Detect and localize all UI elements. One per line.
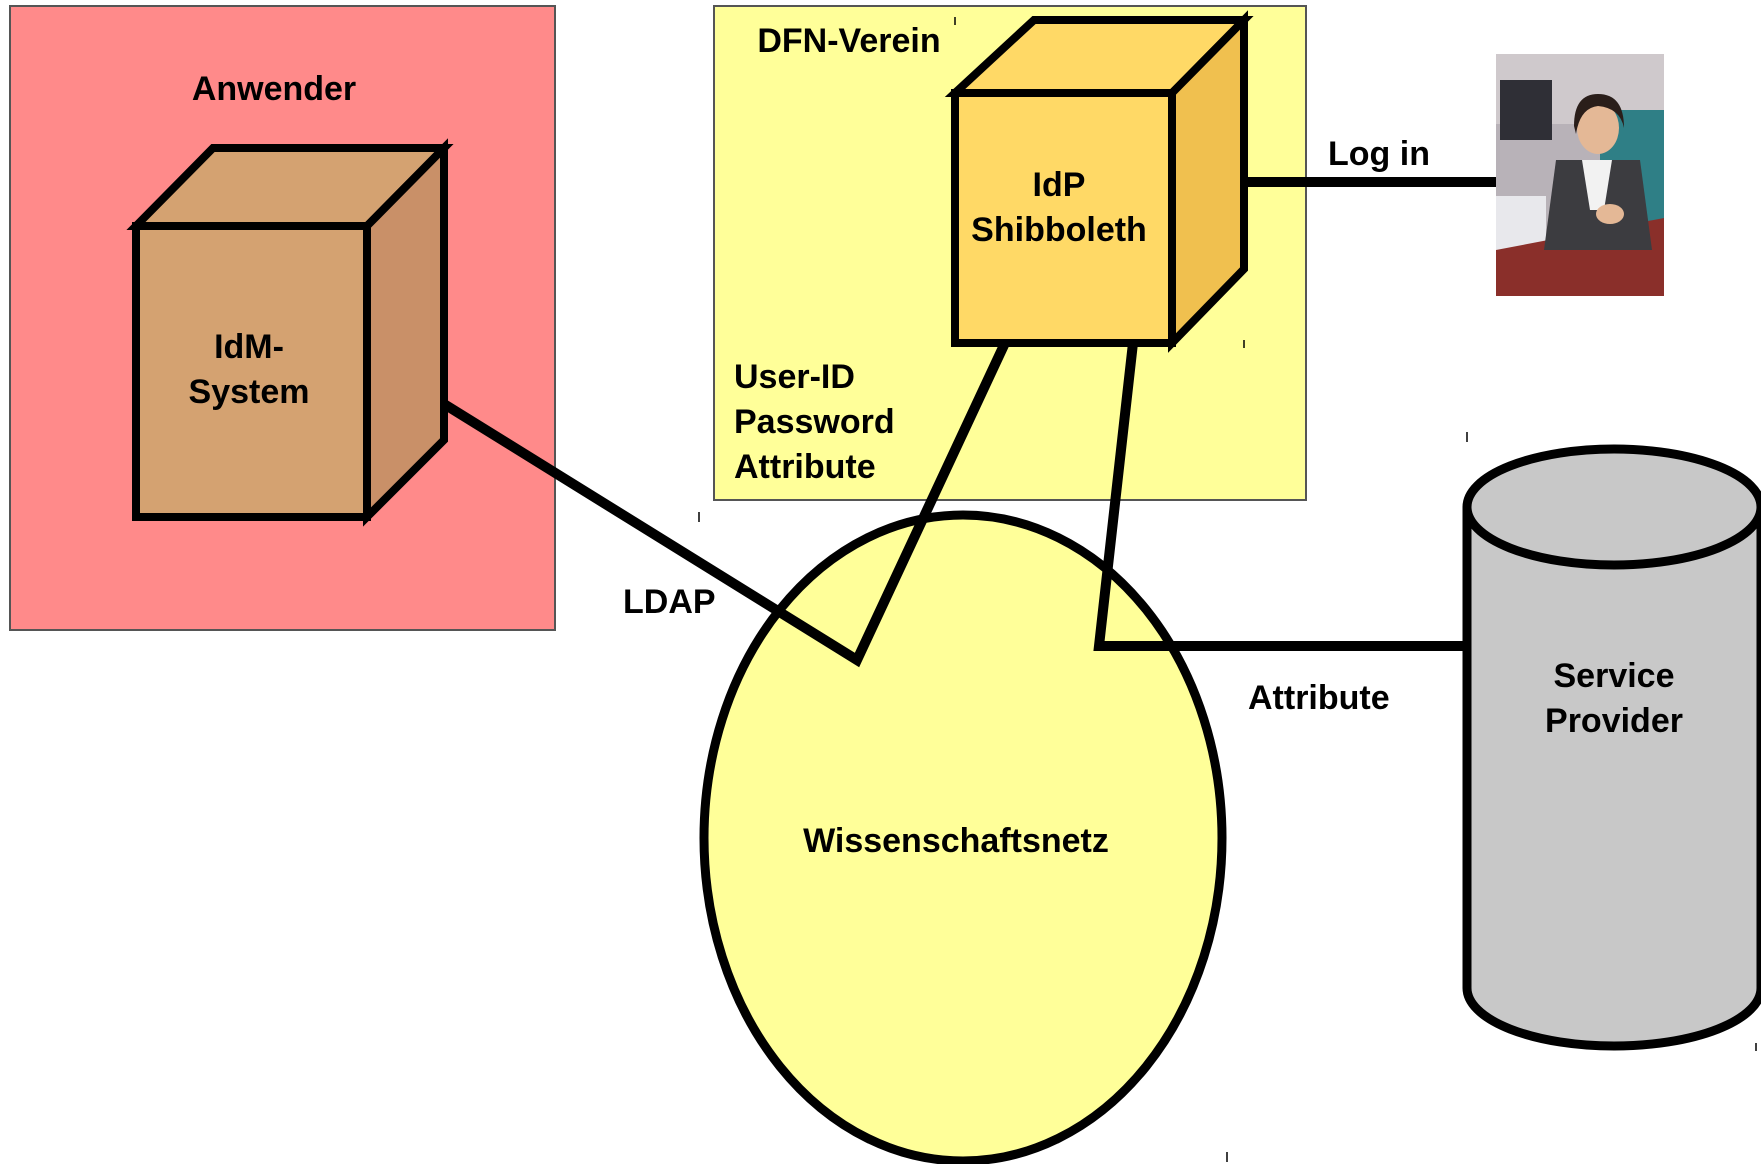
ldap-label: LDAP — [623, 583, 716, 621]
wissenschaftsnetz-network — [699, 510, 1227, 1164]
idm-system-cube: IdM- System — [126, 138, 454, 527]
idm-label-line2: System — [189, 373, 310, 411]
credentials-attribute: Attribute — [734, 448, 876, 486]
idm-label-line1: IdM- — [214, 328, 284, 366]
sp-cylinder-top — [1462, 444, 1761, 570]
credentials-password: Password — [734, 403, 895, 441]
idm-cube-front — [132, 222, 371, 521]
ldap-connection-line — [391, 340, 1010, 668]
person-at-desk-photo — [1496, 54, 1664, 296]
sp-cylinder-body — [1462, 507, 1761, 1051]
tick-marks — [698, 17, 1757, 1162]
attribute-connection-line — [1093, 342, 1466, 651]
login-label: Log in — [1328, 135, 1430, 173]
idp-shibboleth-cube: IdP Shibboleth — [944, 10, 1254, 353]
sp-label-line1: Service — [1554, 657, 1675, 695]
wissenschaftsnetz-label: Wissenschaftsnetz — [803, 822, 1109, 860]
credentials-user-id: User-ID — [734, 358, 855, 396]
sp-label-line2: Provider — [1545, 702, 1683, 740]
anwender-label: Anwender — [192, 70, 356, 108]
idp-cube-front — [951, 89, 1176, 347]
service-provider-cylinder: Service Provider — [1462, 444, 1761, 1051]
idp-label-line1: IdP — [1033, 166, 1086, 204]
dfn-verein-label: DFN-Verein — [757, 22, 940, 60]
attribute-label: Attribute — [1248, 679, 1390, 717]
idp-label-line2: Shibboleth — [971, 211, 1147, 249]
